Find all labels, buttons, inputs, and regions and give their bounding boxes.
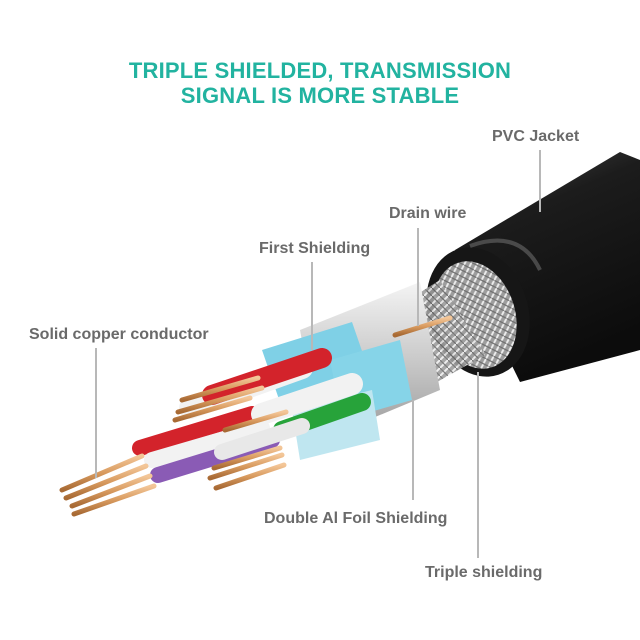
drain-wire-label: Drain wire bbox=[389, 205, 467, 222]
headline-line-2: SIGNAL IS MORE STABLE bbox=[180, 83, 460, 108]
headline-line-1: TRIPLE SHIELDED, TRANSMISSION bbox=[128, 58, 512, 83]
copper-conductors bbox=[59, 375, 289, 517]
triple-shielding-label: Triple shielding bbox=[425, 564, 543, 581]
drain-wire bbox=[392, 315, 453, 338]
pvc-jacket-label: PVC Jacket bbox=[492, 128, 580, 145]
leader-lines bbox=[95, 150, 541, 558]
double-al-foil-label: Double Al Foil Shielding bbox=[264, 510, 448, 527]
insulated-wires bbox=[132, 348, 371, 483]
headline: TRIPLE SHIELDED, TRANSMISSION SIGNAL IS … bbox=[0, 58, 640, 108]
solid-copper-conductor-label: Solid copper conductor bbox=[29, 326, 209, 343]
first-shielding-label: First Shielding bbox=[259, 240, 371, 257]
